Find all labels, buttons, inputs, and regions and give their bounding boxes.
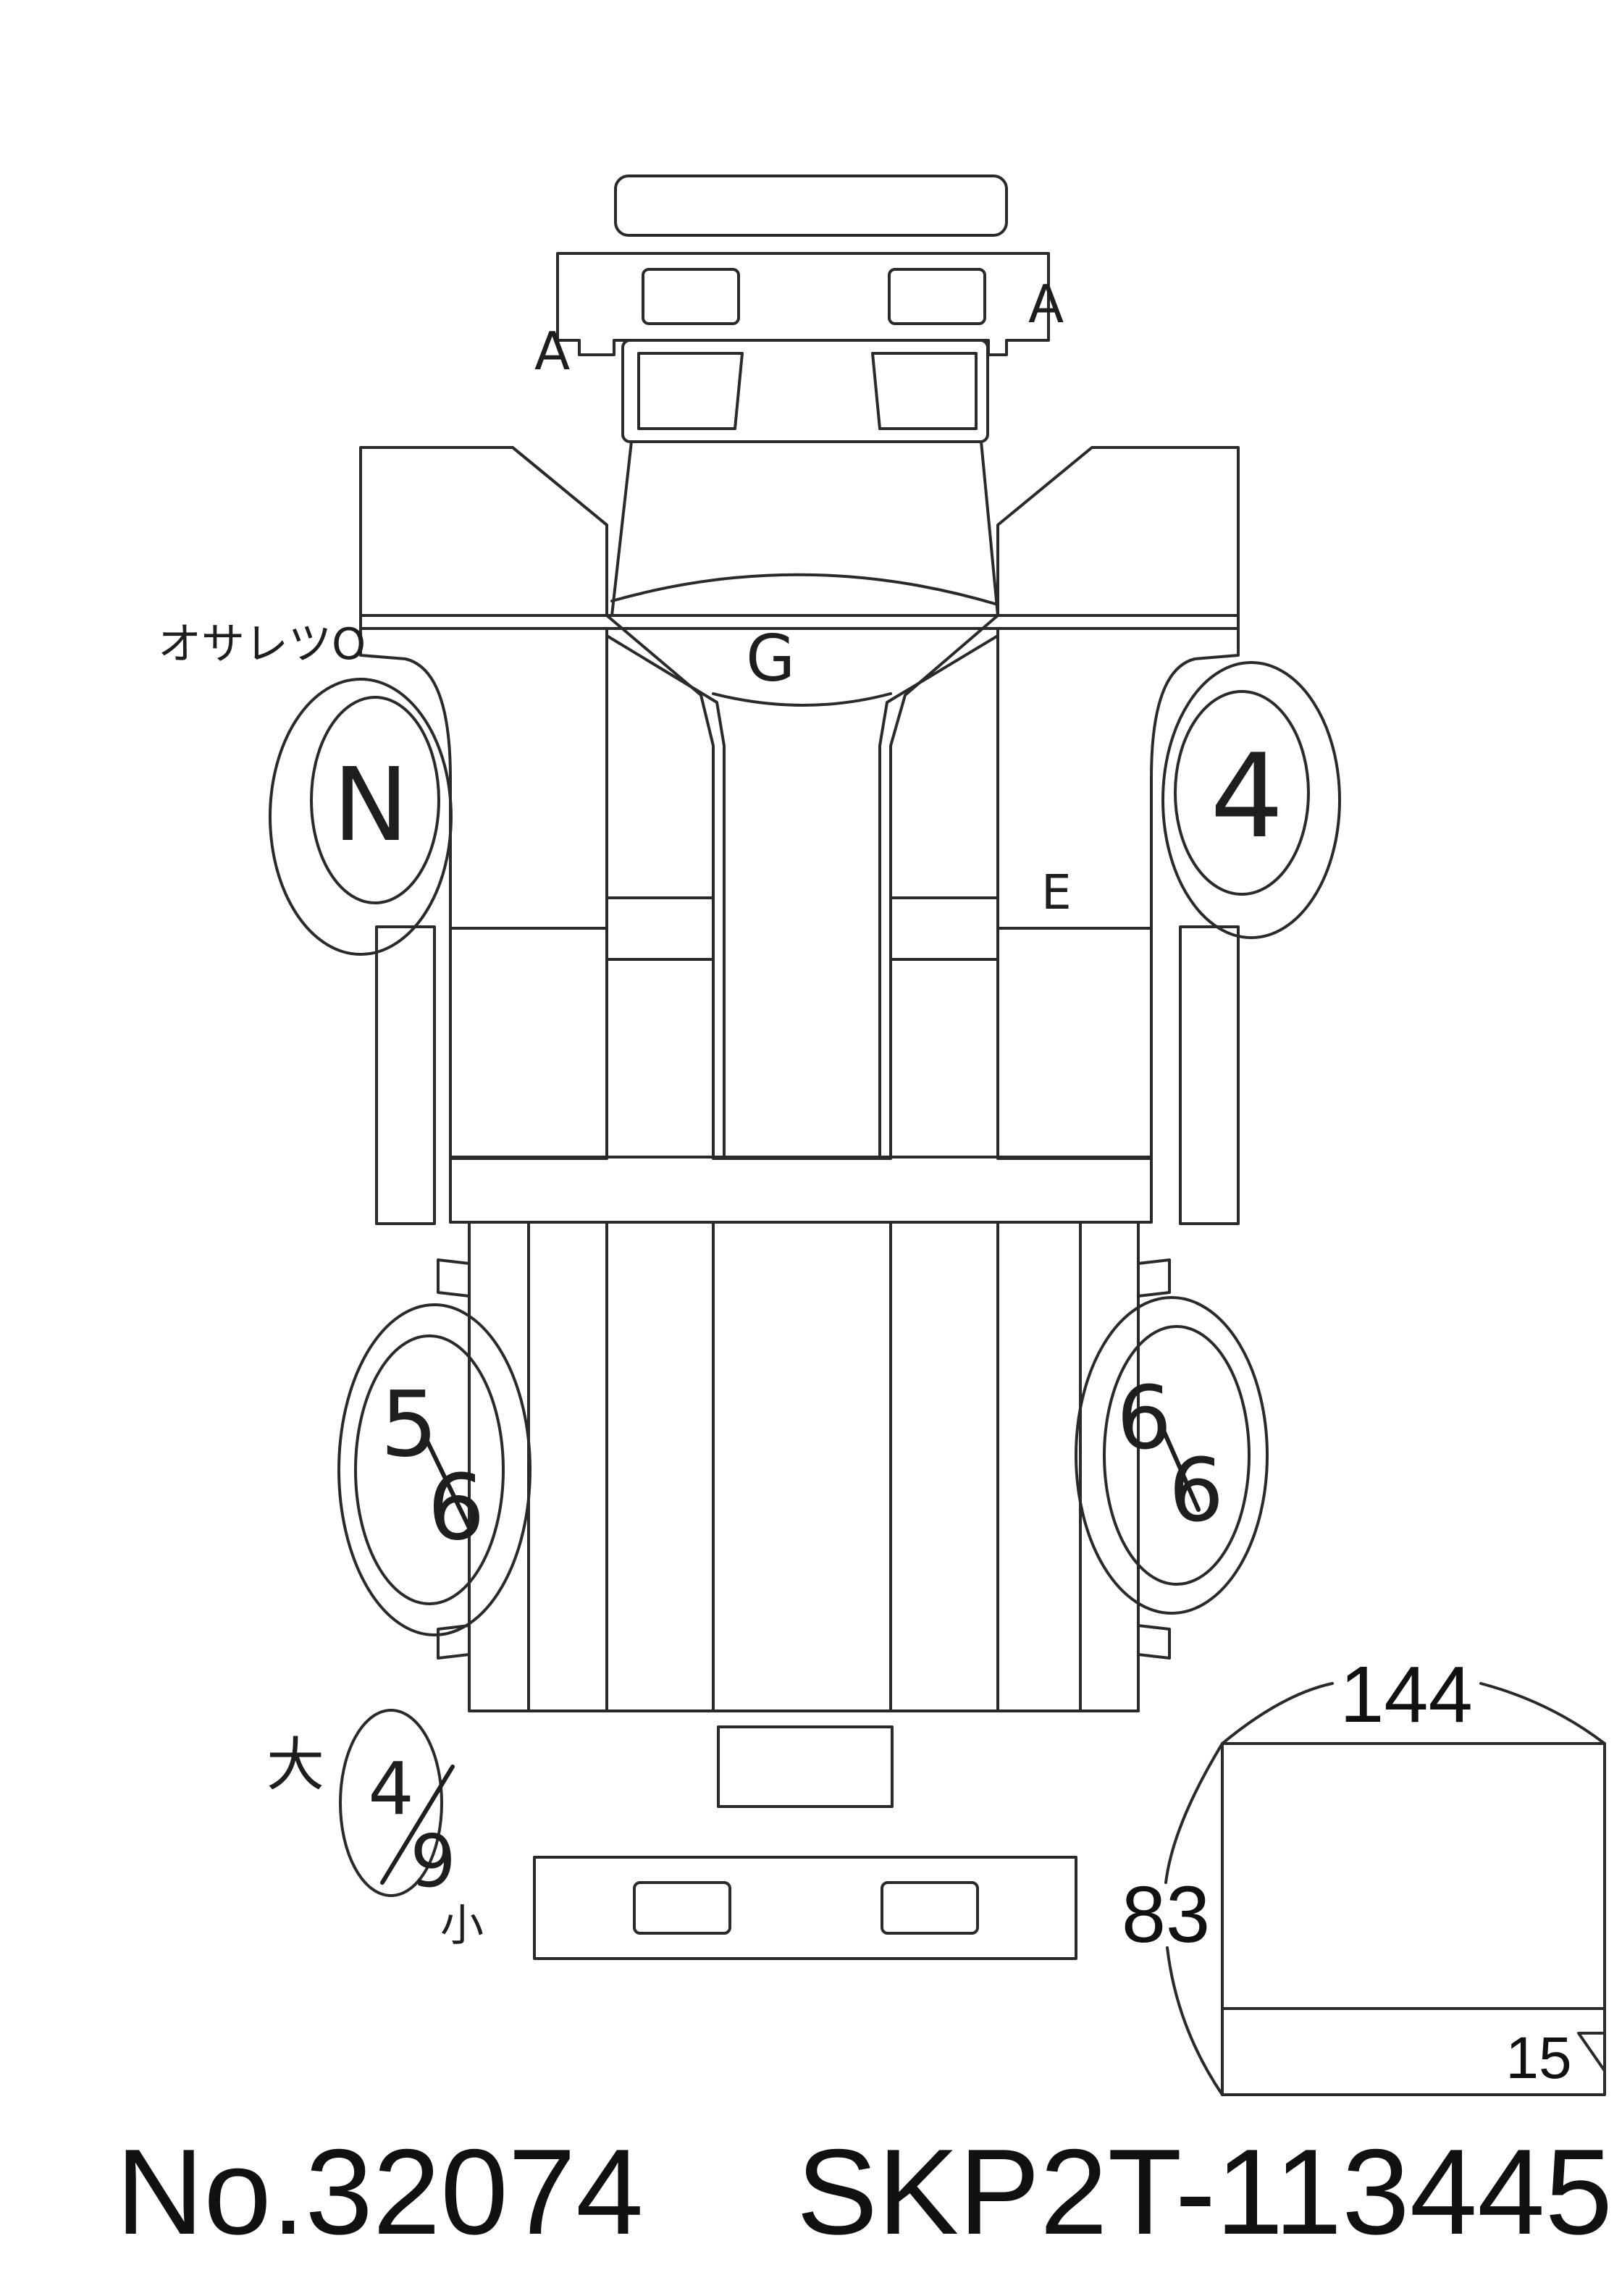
cargo-bed <box>437 1221 1171 1712</box>
dimension-height: 83 <box>1122 1870 1210 1959</box>
chassis-body <box>359 614 1240 1225</box>
spare-tire-top: 4 <box>368 1746 414 1831</box>
front-bumper <box>556 174 1050 356</box>
tire-rear-left: 5 6 <box>337 1303 531 1636</box>
spare-tire-bottom: 9 <box>410 1819 456 1904</box>
spare-small-mark: 小 <box>440 1901 484 1951</box>
damage-mark-a-right: A <box>1028 274 1064 335</box>
spare-large-mark: 大 <box>266 1731 324 1799</box>
tire-front-right-label: 4 <box>1210 728 1284 864</box>
tire-rear-right-bottom: 6 <box>1169 1441 1224 1542</box>
tire-front-left: N <box>269 678 453 956</box>
frame-number: SKP2T-113445 <box>797 2124 1613 2260</box>
damage-mark-a-left: A <box>534 321 570 382</box>
spare-tire: 4 9 大 小 <box>266 1709 484 1951</box>
tire-rear-right: 6 6 <box>1075 1296 1269 1615</box>
tire-rear-left-top: 5 <box>380 1372 438 1477</box>
stock-number: No.32074 <box>116 2124 644 2260</box>
headlight-panel <box>621 339 989 443</box>
tire-front-right: 4 <box>1161 661 1341 939</box>
cab <box>359 440 1240 630</box>
tire-front-left-label: N <box>333 747 409 865</box>
front-left-note: オサレツO <box>158 619 366 670</box>
damage-mark-e: E <box>1041 865 1072 920</box>
tire-rear-left-bottom: 6 <box>427 1455 485 1560</box>
rear-parts <box>533 1725 1077 1960</box>
damage-mark-g: G <box>746 621 795 696</box>
dimension-width: 144 <box>1340 1650 1473 1739</box>
dimension-small: 15 <box>1505 2025 1571 2091</box>
tire-rear-right-top: 6 <box>1117 1368 1172 1469</box>
bed-dimension-box: 144 83 15 <box>1122 1650 1606 2096</box>
